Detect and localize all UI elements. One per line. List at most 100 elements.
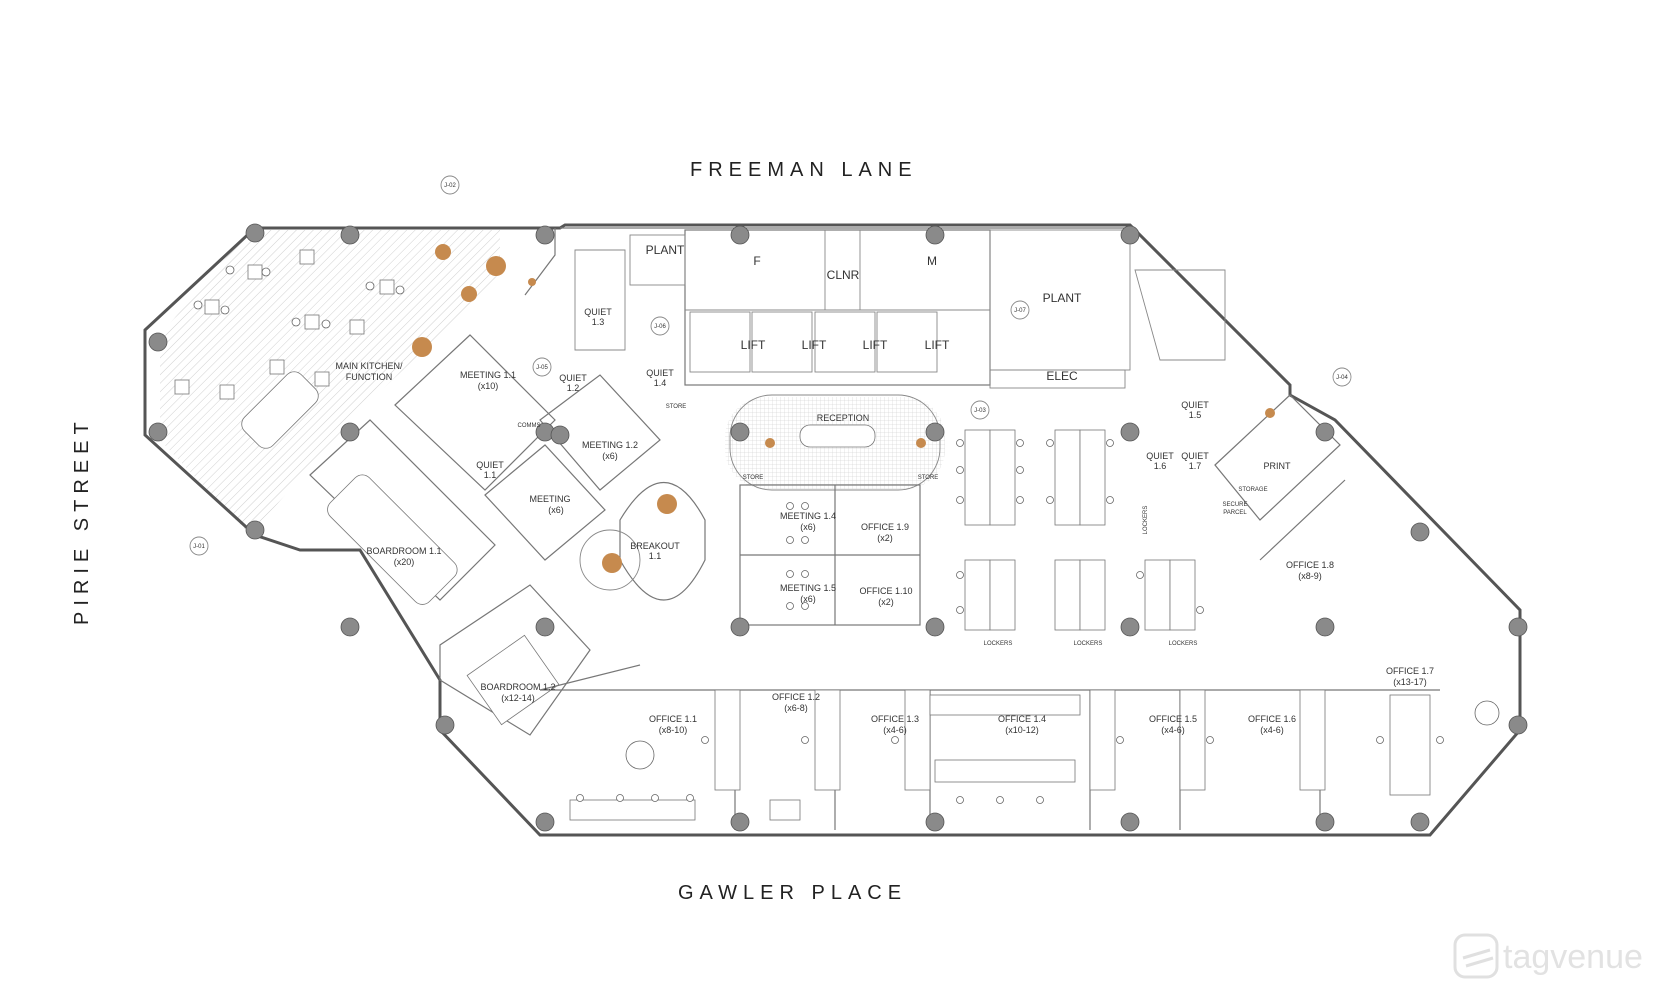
label-breakout-a: BREAKOUT — [630, 541, 680, 551]
label-meeting-14-cap: (x6) — [800, 522, 816, 532]
label-meeting-13-cap: (x6) — [548, 505, 564, 515]
label-meeting-15: MEETING 1.5 — [780, 583, 836, 593]
label-boardroom-11: BOARDROOM 1.1 — [366, 546, 441, 556]
label-breakout-b: 1.1 — [649, 551, 662, 561]
label-quiet-15-b: 1.5 — [1189, 410, 1202, 420]
label-office-12-a: OFFICE 1.2 — [772, 692, 820, 702]
lift-shaft-2 — [751, 311, 813, 373]
workstation-rows — [569, 429, 1431, 821]
svg-text:J-07: J-07 — [1014, 308, 1026, 314]
elec-room — [989, 369, 1126, 389]
kitchen-tables — [174, 249, 395, 449]
label-lockers-2: LOCKERS — [1074, 641, 1103, 647]
label-lift-4: LIFT — [925, 338, 950, 352]
label-storage: STORAGE — [1238, 487, 1267, 493]
label-lockers-3: LOCKERS — [1169, 641, 1198, 647]
label-kitchen-1: MAIN KITCHEN/ — [335, 361, 403, 371]
label-office-15-a: OFFICE 1.5 — [1149, 714, 1197, 724]
label-office-11-a: OFFICE 1.1 — [649, 714, 697, 724]
label-office-14-a: OFFICE 1.4 — [998, 714, 1046, 724]
label-comms: COMMS — [518, 423, 541, 429]
boardroom-12-walls — [439, 584, 591, 736]
label-quiet-13-a: QUIET — [584, 307, 612, 317]
lift-shaft-4 — [876, 311, 938, 373]
label-office-19-a: OFFICE 1.9 — [861, 522, 909, 532]
label-lockers-4: LOCKERS — [1143, 506, 1149, 535]
label-reception: RECEPTION — [817, 413, 870, 423]
street-pirie-street: PIRIE STREET — [71, 416, 93, 625]
label-office-18-b: (x8-9) — [1298, 571, 1322, 581]
street-gawler-place: GAWLER PLACE — [678, 882, 907, 904]
breakout-curved-seat — [579, 529, 641, 591]
label-office-18-a: OFFICE 1.8 — [1286, 560, 1334, 570]
label-parcel: PARCEL — [1223, 510, 1247, 516]
svg-text:J-02: J-02 — [444, 183, 456, 189]
label-lift-2: LIFT — [802, 338, 827, 352]
svg-text:J-05: J-05 — [536, 365, 548, 371]
label-office-110-a: OFFICE 1.10 — [859, 586, 912, 596]
reference-tags: J-01 J-02 J-03 J-04 J-05 J-06 J-07 — [189, 175, 1352, 556]
label-office-13-a: OFFICE 1.3 — [871, 714, 919, 724]
label-meeting-11: MEETING 1.1 — [460, 370, 516, 380]
label-office-16-a: OFFICE 1.6 — [1248, 714, 1296, 724]
room-labels: PLANT PLANT F CLNR M LIFT LIFT LIFT LIFT… — [335, 243, 1434, 735]
chairs — [193, 265, 1500, 804]
meeting-12-walls — [539, 374, 661, 491]
planters — [412, 244, 1275, 573]
label-quiet-16-b: 1.6 — [1154, 461, 1167, 471]
label-plant-a: PLANT — [646, 243, 685, 257]
label-quiet-15-a: QUIET — [1181, 400, 1209, 410]
label-meeting-13: MEETING — [529, 494, 570, 504]
label-office-11-b: (x8-10) — [659, 725, 688, 735]
label-lift-1: LIFT — [741, 338, 766, 352]
label-quiet-17-a: QUIET — [1181, 451, 1209, 461]
label-quiet-14-a: QUIET — [646, 368, 674, 378]
meeting-11-walls — [394, 334, 556, 491]
svg-text:J-01: J-01 — [193, 544, 205, 550]
label-office-110-b: (x2) — [878, 597, 894, 607]
label-office-12-b: (x6-8) — [784, 703, 808, 713]
label-boardroom-11-cap: (x20) — [394, 557, 415, 567]
label-meeting-14: MEETING 1.4 — [780, 511, 836, 521]
structural-columns — [148, 223, 1528, 832]
svg-text:J-06: J-06 — [654, 324, 666, 330]
svg-text:J-03: J-03 — [974, 408, 986, 414]
print-storage-zone — [1214, 394, 1341, 521]
label-secure: SECURE — [1222, 502, 1247, 508]
label-store-3: STORE — [666, 404, 687, 410]
watermark-text: tagvenue — [1503, 938, 1643, 976]
label-quiet-12-a: QUIET — [559, 373, 587, 383]
plant-room-a — [629, 234, 686, 286]
label-office-15-b: (x4-6) — [1161, 725, 1185, 735]
breakout-pod — [619, 481, 706, 601]
label-toilet-f: F — [753, 254, 760, 268]
lift-shaft-1 — [689, 311, 751, 373]
label-meeting-15-cap: (x6) — [800, 594, 816, 604]
building-core — [684, 229, 991, 386]
stair-west — [574, 249, 626, 351]
label-store-1: STORE — [743, 475, 764, 481]
label-quiet-11-b: 1.1 — [484, 470, 497, 480]
label-quiet-13-b: 1.3 — [592, 317, 605, 327]
label-boardroom-12-cap: (x12-14) — [501, 693, 535, 703]
street-freeman-lane: FREEMAN LANE — [690, 159, 918, 181]
label-toilet-m: M — [927, 254, 937, 268]
label-elec: ELEC — [1046, 369, 1078, 383]
label-meeting-11-cap: (x10) — [478, 381, 499, 391]
boardroom-12-table — [466, 634, 560, 726]
label-office-17-a: OFFICE 1.7 — [1386, 666, 1434, 676]
kitchen-floor-hatch — [160, 230, 500, 535]
tagvenue-logo-icon — [1453, 933, 1499, 979]
svg-text:J-04: J-04 — [1336, 375, 1348, 381]
label-quiet-11-a: QUIET — [476, 460, 504, 470]
label-office-17-b: (x13-17) — [1393, 677, 1427, 687]
label-quiet-14-b: 1.4 — [654, 378, 667, 388]
label-meeting-12-cap: (x6) — [602, 451, 618, 461]
label-quiet-17-b: 1.7 — [1189, 461, 1202, 471]
label-office-13-b: (x4-6) — [883, 725, 907, 735]
label-lift-3: LIFT — [863, 338, 888, 352]
boardroom-11-table — [327, 474, 458, 605]
label-meeting-12: MEETING 1.2 — [582, 440, 638, 450]
reception-desk — [799, 424, 876, 448]
